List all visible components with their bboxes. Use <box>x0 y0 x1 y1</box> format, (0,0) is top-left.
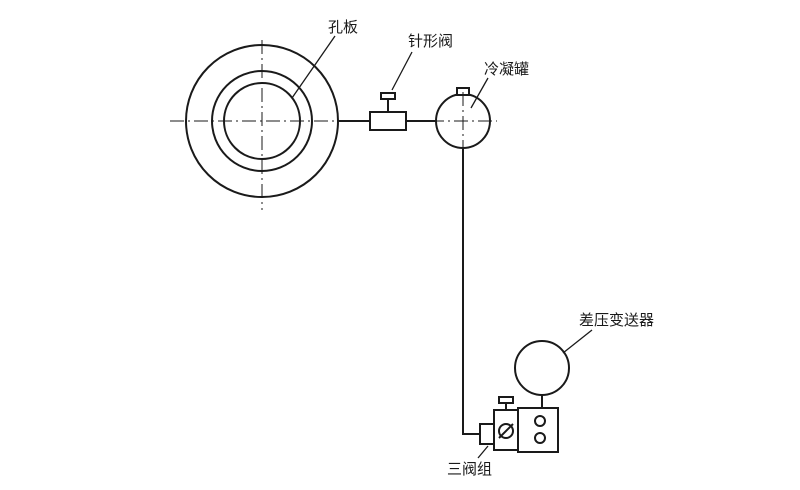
dp-transmitter-body <box>517 407 559 453</box>
needle-valve <box>369 51 413 131</box>
orifice-plate <box>170 35 354 210</box>
impulse-line-vertical <box>462 148 480 435</box>
dp-transmitter-leader-line <box>562 329 593 354</box>
needle-valve-leader-line <box>391 51 413 91</box>
three-valve-manifold-label: 三阀组 <box>447 460 492 478</box>
manifold-handle <box>498 396 514 404</box>
manifold-leader-line <box>477 445 489 459</box>
needle-valve-label: 针形阀 <box>408 32 453 50</box>
needle-valve-handle <box>380 92 396 100</box>
needle-valve-body <box>369 111 407 131</box>
dp-transmitter-port-top <box>534 415 546 427</box>
manifold-side-block <box>479 423 495 445</box>
dp-transmitter-head <box>514 340 570 396</box>
manifold-valve-disc <box>498 423 514 439</box>
dp-transmitter-port-bottom <box>534 432 546 444</box>
orifice-plate-label: 孔板 <box>328 18 358 36</box>
condensing-tank-label: 冷凝罐 <box>484 60 529 78</box>
manifold-valve-slash <box>498 423 514 439</box>
orifice-leader-line <box>291 35 336 99</box>
condensing-tank <box>430 77 497 150</box>
three-valve-manifold <box>477 396 519 459</box>
condensing-tank-leader-line <box>470 77 489 109</box>
dp-transmitter-label: 差压变送器 <box>579 311 654 329</box>
dp-transmitter <box>514 329 593 453</box>
